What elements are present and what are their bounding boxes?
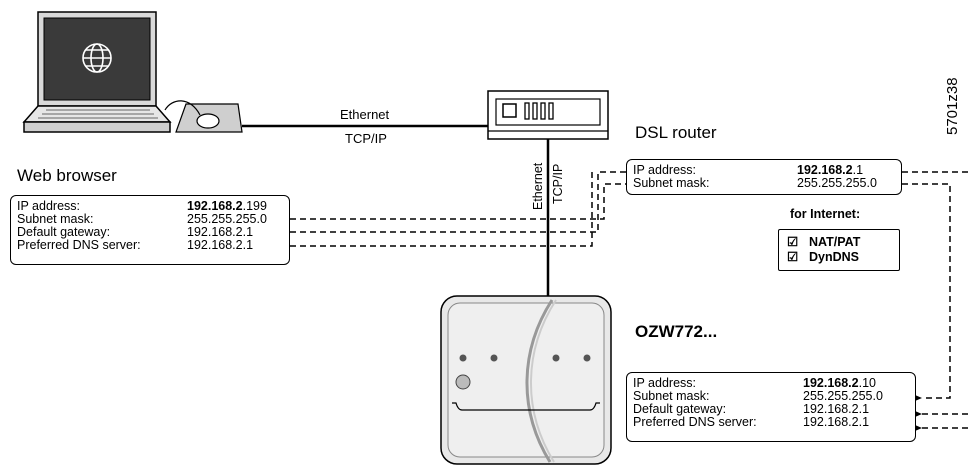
checkbox-icon: ☑ [787, 250, 809, 265]
setting-label: Preferred DNS server: [17, 239, 141, 252]
setting-value: 255.255.255.0 [797, 177, 877, 190]
setting-label: Preferred DNS server: [633, 416, 757, 429]
vertical-cable-label-ethernet: Ethernet [531, 163, 545, 210]
feature-row: ☑ NAT/PAT [787, 235, 899, 250]
drawing-id: 5701z38 [944, 77, 961, 135]
feature-label: NAT/PAT [809, 235, 860, 250]
internet-features-box: ☑ NAT/PAT ☑ DynDNS [778, 229, 900, 271]
setting-value: 192.168.2.1 [187, 239, 253, 252]
web-server-device-icon [441, 296, 611, 464]
setting-value: 192.168.2.1 [803, 416, 869, 429]
vertical-cable-label-tcpip: TCP/IP [551, 164, 565, 204]
setting-row: Preferred DNS server: 192.168.2.1 [17, 239, 289, 252]
feature-label: DynDNS [809, 250, 859, 265]
checkbox-icon: ☑ [787, 235, 809, 250]
setting-label: Subnet mask: [633, 177, 709, 190]
browser-title: Web browser [17, 167, 117, 184]
mouse-on-pad-icon [165, 101, 242, 132]
laptop-with-globe-icon [24, 12, 170, 132]
router-settings-box: IP address: 192.168.2.1 Subnet mask: 255… [626, 159, 902, 195]
router-icon [488, 91, 608, 139]
setting-row: Subnet mask: 255.255.255.0 [633, 177, 901, 190]
device-title: OZW772... [635, 323, 717, 340]
cable-label-tcpip: TCP/IP [345, 132, 387, 145]
setting-row: Preferred DNS server: 192.168.2.1 [633, 416, 915, 429]
dashed-links-browser-router [290, 172, 628, 246]
browser-settings-box: IP address: 192.168.2.199 Subnet mask: 2… [10, 195, 290, 265]
cable-label-ethernet: Ethernet [340, 108, 389, 121]
internet-heading: for Internet: [790, 208, 860, 221]
router-title: DSL router [635, 124, 717, 141]
device-settings-box: IP address: 192.168.2.10 Subnet mask: 25… [626, 372, 916, 442]
feature-row: ☑ DynDNS [787, 250, 899, 265]
